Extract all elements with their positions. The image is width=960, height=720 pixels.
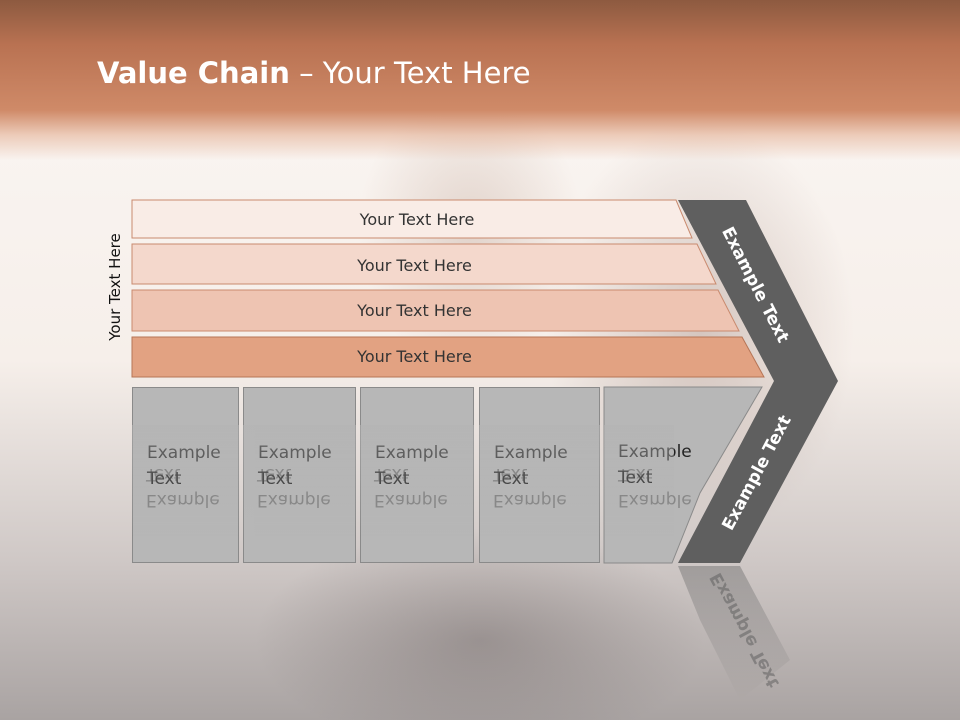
column-1-reflection-line2: Text	[146, 464, 181, 484]
band-3: Your Text Here	[132, 291, 697, 329]
column-3-reflection: Example Text	[360, 425, 474, 565]
band-3-label: Your Text Here	[357, 300, 472, 320]
band-2-shape	[131, 243, 717, 285]
slide-title: Value Chain – Your Text Here	[97, 56, 531, 90]
chevron-reflection	[678, 566, 790, 700]
band-1-shape	[131, 199, 693, 239]
chevron-arrow	[678, 200, 838, 563]
column-4-reflection: Example Text	[479, 425, 600, 565]
band-1: Your Text Here	[132, 200, 692, 238]
column-5-reflection-line2: Text	[618, 464, 653, 484]
column-1-reflection-line1: Example	[146, 490, 220, 510]
title-band	[0, 0, 960, 160]
band-4-label: Your Text Here	[357, 346, 472, 366]
band-4-shape	[131, 336, 765, 378]
band-2: Your Text Here	[132, 246, 697, 284]
title-bold: Value Chain	[97, 56, 290, 90]
column-4-reflection-line1: Example	[493, 490, 567, 510]
column-1-reflection: Example Text	[132, 425, 239, 565]
column-2-reflection: Example Text	[243, 425, 356, 565]
column-5-reflection-line1: Example	[618, 490, 692, 510]
band-4: Your Text Here	[132, 337, 697, 375]
title-rest: – Your Text Here	[289, 56, 531, 90]
column-5-reflection: Example Text	[604, 425, 692, 565]
column-2-reflection-line1: Example	[257, 490, 331, 510]
column-2-reflection-line2: Text	[257, 464, 292, 484]
column-3-reflection-line1: Example	[374, 490, 448, 510]
band-1-label: Your Text Here	[359, 209, 475, 229]
band-3-shape	[131, 289, 740, 332]
band-2-label: Your Text Here	[357, 255, 472, 275]
column-3-reflection-line2: Text	[374, 464, 409, 484]
column-4-reflection-line2: Text	[493, 464, 528, 484]
